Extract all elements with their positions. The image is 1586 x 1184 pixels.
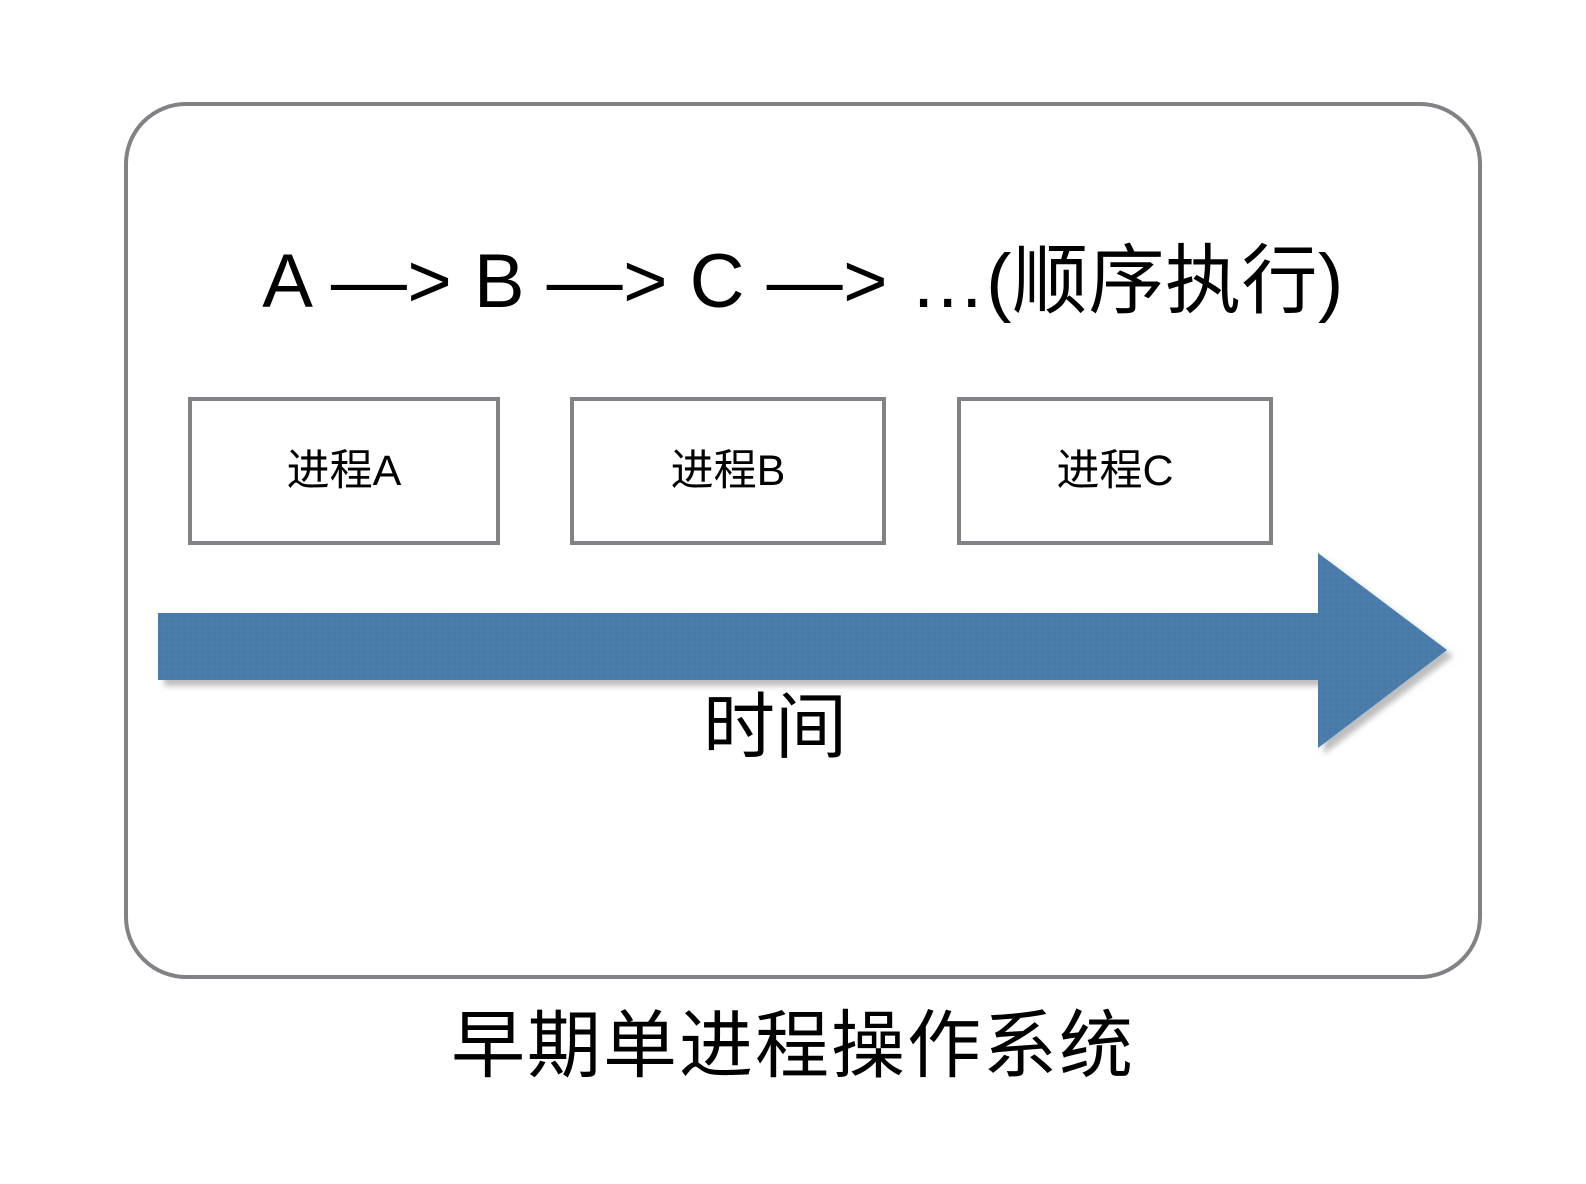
process-box-c-label: 进程C (1056, 446, 1174, 495)
diagram-panel (124, 102, 1482, 979)
process-box-a-label: 进程A (286, 446, 402, 495)
time-axis-label: 时间 (702, 688, 847, 768)
process-box-b-label: 进程B (670, 446, 786, 495)
process-box-b: 进程B (570, 397, 886, 545)
sequence-execution-text: A —> B —> C —> …(顺序执行) (262, 239, 1344, 324)
process-box-a: 进程A (188, 397, 500, 545)
diagram-caption: 早期单进程操作系统 (451, 1004, 1135, 1087)
process-box-c: 进程C (957, 397, 1273, 545)
